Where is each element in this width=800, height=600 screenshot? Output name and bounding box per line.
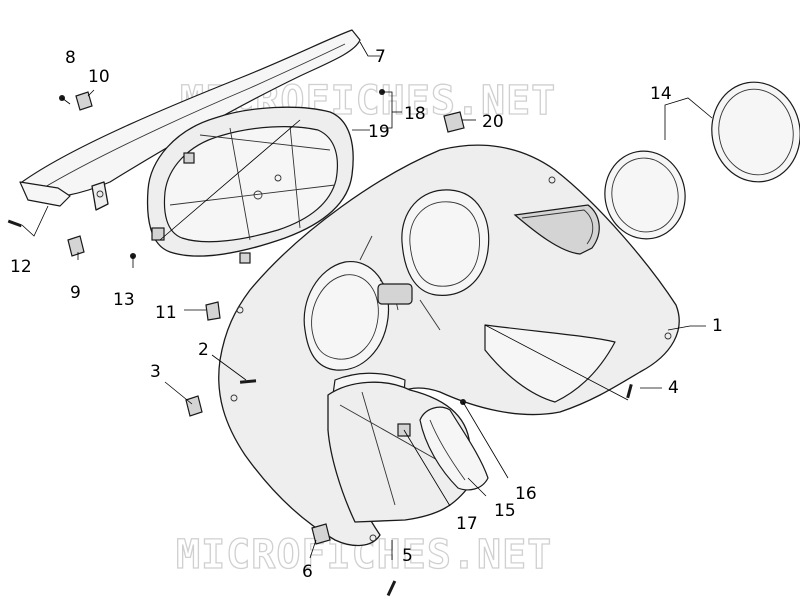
- callout-13: 13: [113, 290, 135, 310]
- upper-cowl-strip: [19, 29, 361, 211]
- callout-11: 11: [155, 303, 177, 323]
- callout-20: 20: [482, 112, 504, 132]
- callout-3: 3: [150, 362, 161, 382]
- callout-5: 5: [402, 546, 413, 566]
- side-panel: [419, 406, 489, 491]
- callout-7: 7: [375, 47, 386, 67]
- callout-18: 18: [404, 104, 426, 124]
- callout-19: 19: [368, 122, 390, 142]
- callout-4: 4: [668, 378, 679, 398]
- callout-8: 8: [65, 48, 76, 68]
- callout-17: 17: [456, 514, 478, 534]
- callout-10: 10: [88, 67, 110, 87]
- leader-lines: [21, 41, 713, 560]
- callout-labels: 1 2 3 4 5 6 7 8 9 10 11 12 13 14 15 16 1…: [10, 47, 723, 582]
- callout-2: 2: [198, 340, 209, 360]
- callout-9: 9: [70, 283, 81, 303]
- callout-14: 14: [650, 84, 672, 104]
- callout-16: 16: [515, 484, 537, 504]
- fasteners: [7, 89, 633, 597]
- callout-12: 12: [10, 257, 32, 277]
- callout-15: 15: [494, 501, 516, 521]
- instrument-cluster: [146, 106, 354, 264]
- instrument-rings: [604, 81, 800, 240]
- callout-6: 6: [302, 562, 313, 582]
- callout-1: 1: [712, 316, 723, 336]
